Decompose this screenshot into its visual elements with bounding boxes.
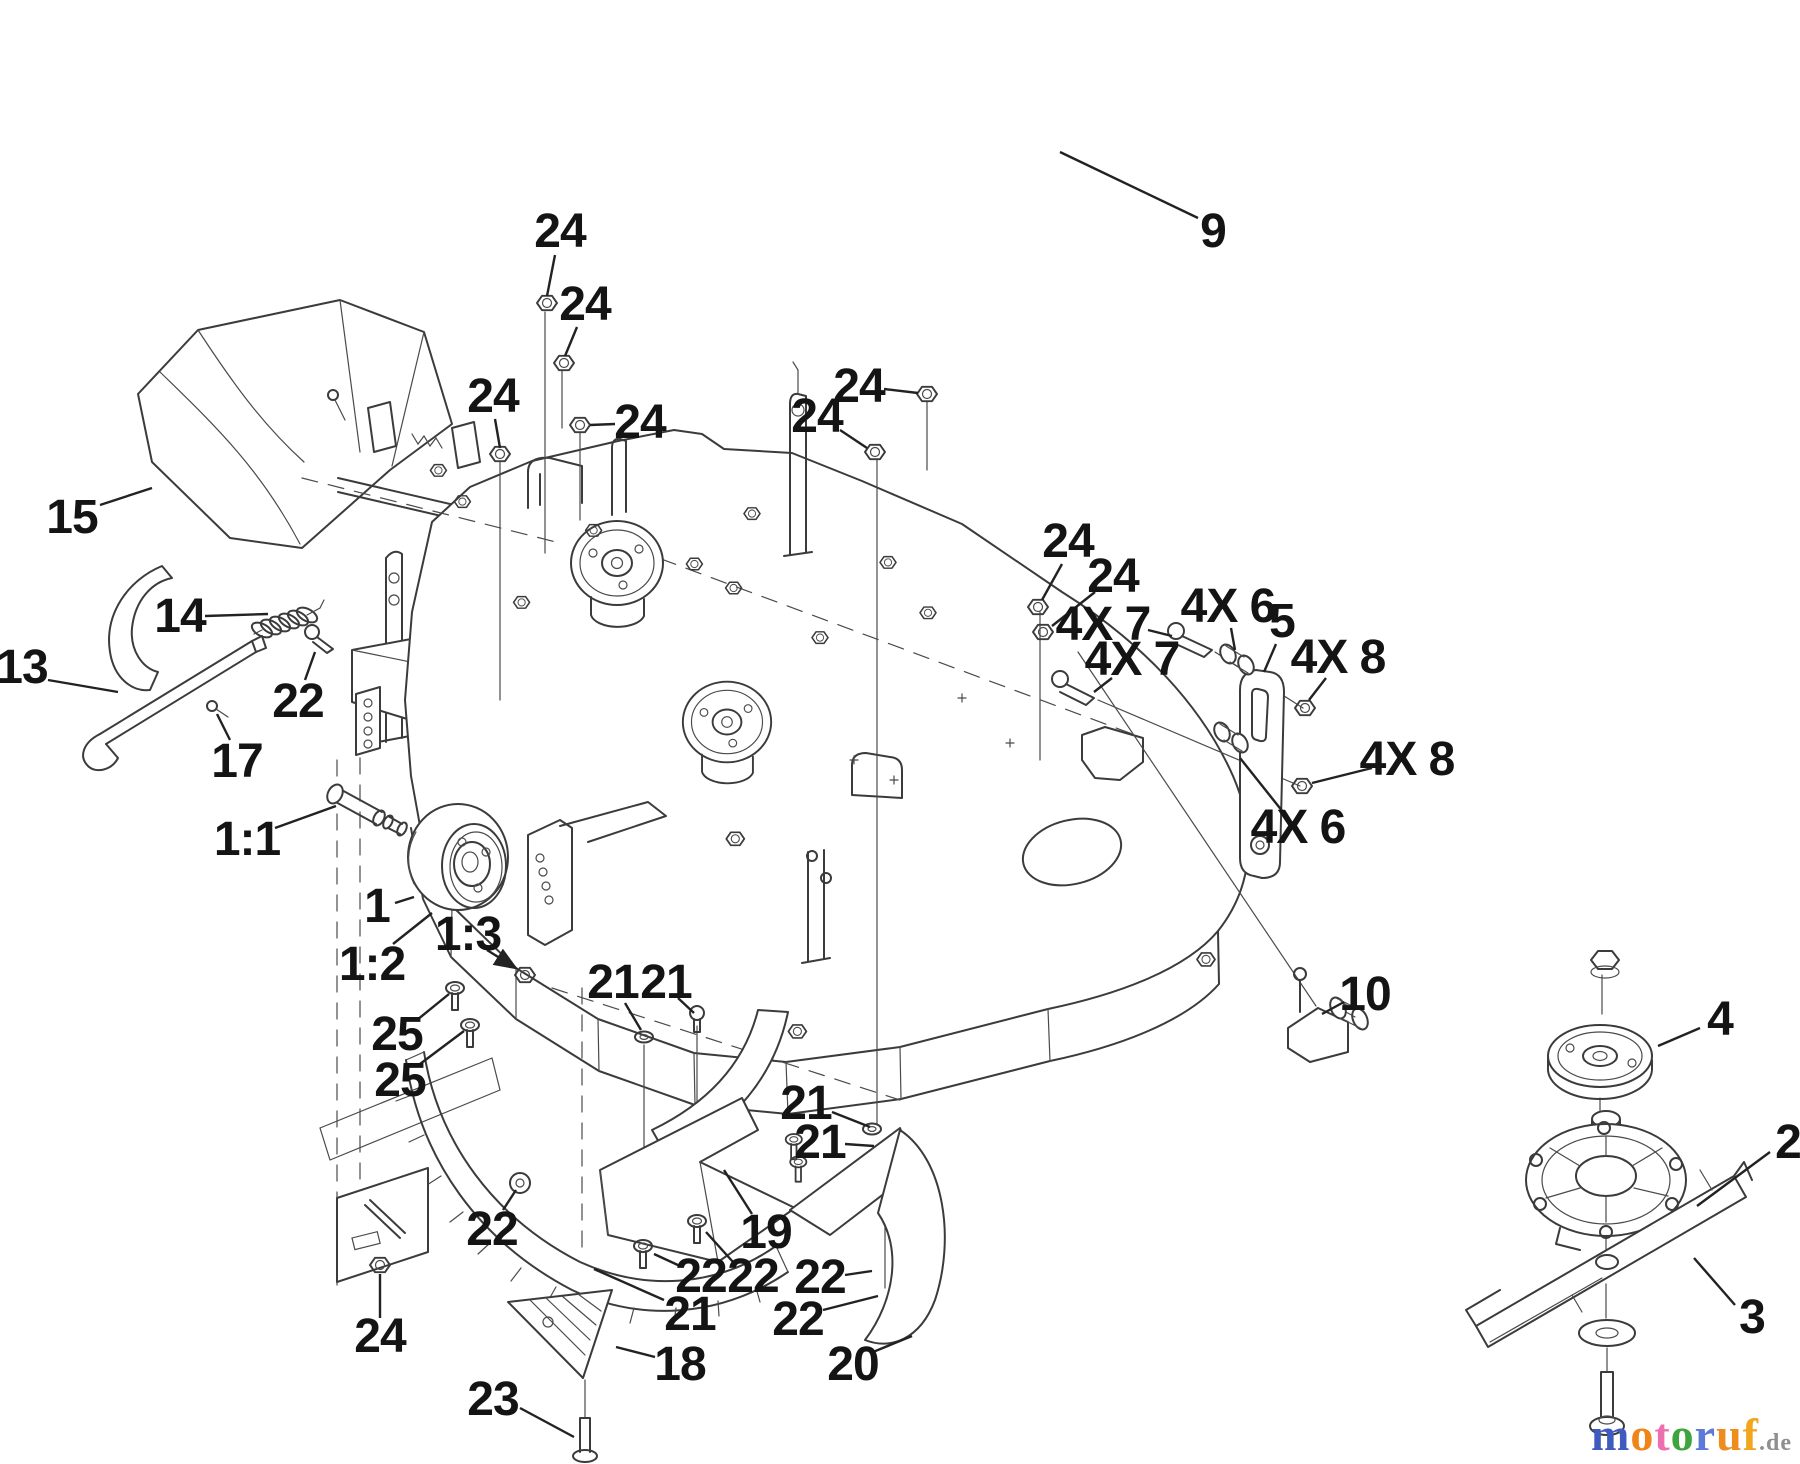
leader-line-24	[1040, 563, 1064, 601]
deck-nut	[429, 463, 448, 477]
leader-line-4X8	[1311, 766, 1373, 785]
spacer-4x6-lower	[1213, 721, 1249, 754]
watermark-suffix: .de	[1759, 1430, 1792, 1456]
leader-lines	[47, 150, 1771, 1439]
leader-line-24	[1051, 591, 1096, 627]
watermark-letter: o	[1630, 1409, 1655, 1460]
leader-line-10	[1321, 1000, 1345, 1016]
leader-line-1:3	[486, 948, 519, 970]
leader-line-24	[589, 422, 616, 427]
blade-washer	[1578, 1319, 1636, 1347]
leader-line-22	[822, 1294, 879, 1312]
leader-line-1	[394, 895, 415, 905]
leader-line-21	[831, 1110, 871, 1129]
spindle-2	[1525, 1110, 1687, 1251]
leader-line-24	[545, 254, 557, 297]
leader-line-1:1	[274, 804, 337, 830]
leader-line-18	[615, 1345, 656, 1359]
carriage-bolt-head	[509, 1172, 531, 1194]
leader-line-21	[623, 1002, 643, 1031]
watermark-letter: t	[1654, 1409, 1671, 1460]
deck-pulley-right	[681, 680, 773, 785]
watermark-letter: m	[1591, 1409, 1631, 1460]
lift-rod-and-spring	[82, 599, 334, 772]
caster-wheel	[407, 803, 509, 911]
mower-deck	[301, 361, 1250, 1161]
pulley-4	[1546, 1024, 1653, 1100]
baffle-19	[599, 1009, 796, 1263]
leader-line-4X6	[1239, 757, 1284, 813]
spindle-stack	[1465, 950, 1753, 1436]
leader-line-23	[519, 1406, 575, 1439]
leader-line-21	[844, 1142, 875, 1148]
leader-line-5	[1262, 643, 1278, 673]
baffle-20	[789, 1127, 946, 1345]
leader-line-4X6	[1229, 627, 1237, 651]
caster-wheel-assembly	[326, 783, 667, 1048]
leader-line-13	[47, 678, 119, 694]
blade-3	[1465, 1161, 1753, 1348]
lower-hanger-strap	[725, 831, 832, 964]
leader-line-4	[1657, 1026, 1701, 1048]
motoruf-watermark: motoruf.de	[1591, 1412, 1792, 1458]
watermark-letter: u	[1716, 1409, 1743, 1460]
watermark-letter: r	[1694, 1409, 1717, 1460]
leader-line-4X7	[1147, 628, 1173, 638]
axle-bolt	[326, 783, 408, 837]
leader-line-22	[501, 1189, 518, 1211]
spacer-4x6-upper	[1219, 643, 1255, 676]
deck-pulley-left	[570, 520, 664, 628]
leader-line-22	[844, 1269, 873, 1277]
leader-line-9	[1059, 150, 1199, 220]
watermark-letter: o	[1670, 1409, 1695, 1460]
leader-line-25	[416, 993, 450, 1021]
leader-line-25	[419, 1030, 465, 1065]
leader-line-15	[99, 486, 153, 507]
leader-line-22	[653, 1252, 681, 1268]
deflector-handle	[108, 565, 173, 692]
blade-bolt	[1589, 1371, 1625, 1436]
watermark-letter: f	[1742, 1409, 1759, 1460]
caster-fork	[527, 801, 667, 946]
leader-line-4X8	[1308, 677, 1327, 701]
curved-baffle-18	[395, 1051, 789, 1324]
leader-line-22	[303, 651, 317, 681]
roller-bracket-10	[1196, 952, 1369, 1063]
leader-line-24	[563, 326, 579, 357]
bolt-4x7-upper	[1167, 622, 1213, 658]
spring-coil	[250, 599, 325, 639]
discharge-deflector	[137, 299, 533, 549]
leader-line-24	[493, 418, 502, 449]
nut-4x8	[1294, 699, 1316, 717]
side-plate	[336, 1167, 429, 1283]
leader-line-24	[883, 387, 919, 395]
rear-hanger-strap	[783, 361, 813, 557]
skirt-bolt	[445, 981, 465, 1011]
drive-belt	[519, 7, 1287, 513]
triangle-bracket	[507, 1289, 613, 1379]
bolt-23	[572, 1417, 598, 1463]
bolt-4x7-lower	[1051, 670, 1095, 706]
baffle-group	[336, 1005, 946, 1463]
leader-line-21	[677, 997, 695, 1014]
screw-21	[689, 1005, 705, 1033]
leader-line-4X7	[1093, 677, 1113, 693]
leader-line-1:2	[392, 912, 433, 945]
leader-line-3	[1693, 1257, 1736, 1306]
bracket-5-assembly	[1051, 622, 1316, 879]
cotter-pin	[206, 700, 229, 718]
leader-line-17	[215, 713, 232, 741]
flange-bolt	[304, 624, 334, 654]
leader-line-14	[204, 612, 269, 618]
leader-line-21	[593, 1267, 665, 1302]
spindle-nut	[1590, 950, 1620, 979]
leader-line-22	[705, 1231, 734, 1263]
bracket-5	[1239, 669, 1285, 879]
leader-line-20	[872, 1334, 913, 1354]
leader-line-19	[722, 1169, 754, 1215]
leader-line-2	[1696, 1151, 1771, 1207]
leader-line-24	[839, 429, 868, 449]
